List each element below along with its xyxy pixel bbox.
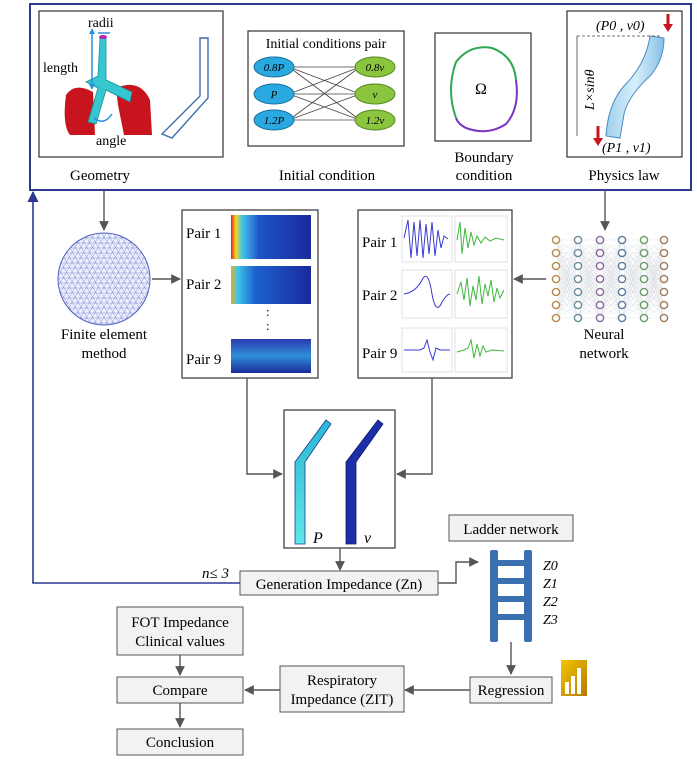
length-label: length [43, 61, 78, 76]
velocity-node [354, 83, 396, 105]
bent-tube-3d [605, 35, 665, 139]
boundary-caption-line2: condition [456, 168, 513, 184]
radii-label: radii [88, 16, 114, 31]
bar-chart-icon [561, 660, 587, 696]
ellipsis-dot: : [266, 318, 270, 333]
nn-pair-label: Pair 9 [362, 346, 397, 362]
ladder-z-label: Z3 [543, 613, 558, 628]
ladder-network-label: Ladder network [463, 522, 559, 538]
pressure-node [253, 56, 295, 78]
initial-condition-caption: Initial condition [279, 168, 376, 184]
fot-label-line1: FOT Impedance [131, 615, 229, 631]
signal-trace-blue [404, 338, 450, 362]
ladder-network-box: Ladder network [448, 514, 574, 542]
initial-condition-panel: Initial conditions pair 0.8P P 1.2P 0.8v… [247, 30, 405, 147]
bent-tube-outline [160, 37, 209, 139]
left-lung-shape [64, 87, 95, 135]
geometry-panel: radii length angle [38, 10, 224, 158]
boundary-condition-panel: Ω [434, 32, 532, 142]
velocity-node-label: v [373, 89, 378, 101]
conclusion-label: Conclusion [146, 735, 215, 751]
respiratory-label-line2: Impedance (ZIT) [291, 692, 394, 708]
pressure-field-tube [294, 419, 332, 545]
velocity-node-label: 0.8v [366, 62, 385, 74]
velocity-node [354, 109, 396, 131]
ladder-z-label: Z0 [543, 559, 558, 574]
generation-impedance-box: Generation Impedance (Zn) [239, 570, 439, 596]
signal-trace-green [456, 275, 505, 307]
signal-trace-green [456, 221, 505, 255]
ellipsis-dot: : [266, 304, 270, 319]
nn-label-line1: Neural [584, 327, 625, 343]
fem-pair-label: Pair 9 [186, 352, 221, 368]
initial-pairs-title: Initial conditions pair [266, 37, 387, 52]
regression-box: Regression [469, 676, 553, 704]
pressure-field-label: P [312, 530, 323, 547]
signal-trace-green [456, 338, 505, 359]
nn-pair-label: Pair 2 [362, 288, 397, 304]
fem-label-line1: Finite element [61, 327, 148, 343]
pressure-node [253, 109, 295, 131]
simulation-result-panel: P v [283, 409, 396, 549]
fot-label-line2: Clinical values [135, 634, 225, 650]
omega-symbol: Ω [475, 81, 487, 98]
pressure-node-label: P [270, 89, 278, 101]
pressure-node [253, 83, 295, 105]
generation-impedance-label: Generation Impedance (Zn) [256, 577, 423, 593]
compare-box: Compare [116, 676, 244, 704]
ladder-z-label: Z2 [543, 595, 558, 610]
signal-trace-blue [403, 275, 451, 308]
velocity-node [354, 56, 396, 78]
geometry-caption: Geometry [70, 168, 130, 184]
nn-label-line2: network [579, 346, 629, 362]
pressure-heatmap [231, 215, 311, 259]
fem-pair-label: Pair 2 [186, 277, 221, 293]
velocity-field-tube [345, 419, 384, 545]
fot-impedance-box: FOT Impedance Clinical values [116, 606, 244, 656]
velocity-field-label: v [364, 530, 372, 547]
loop-condition-label: n≤ 3 [202, 566, 229, 582]
compare-label: Compare [153, 683, 208, 699]
nn-results-panel: Pair 1 Pair 2 Pair 9 [357, 209, 513, 379]
ladder-z-label: Z1 [543, 577, 558, 592]
airway-shape [85, 37, 133, 125]
conclusion-box: Conclusion [116, 728, 244, 756]
fem-results-panel: Pair 1 Pair 2 : : Pair 9 [181, 209, 319, 379]
pressure-heatmap [231, 266, 311, 304]
inlet-state-label: (P0 , v0) [596, 19, 645, 34]
ladder-icon [490, 550, 532, 642]
physics-law-panel: (P0 , v0) (P1 , v1) L×sinθ [566, 10, 683, 158]
nn-pair-label: Pair 1 [362, 235, 397, 251]
height-label: L×sinθ [583, 69, 598, 111]
top-panel-frame [29, 3, 692, 191]
pressure-heatmap [231, 339, 311, 373]
respiratory-label-line1: Respiratory [307, 673, 377, 689]
feedback-loop-arrow [27, 190, 240, 584]
neural-network-graphic [551, 235, 669, 323]
domain-boundary-green [450, 46, 517, 119]
velocity-node-label: 1.2v [366, 115, 385, 127]
signal-trace-blue [403, 219, 449, 259]
respiratory-impedance-box: Respiratory Impedance (ZIT) [279, 665, 405, 713]
angle-label: angle [96, 134, 126, 149]
fem-label-line2: method [82, 346, 127, 362]
boundary-caption-line1: Boundary [454, 150, 514, 166]
physics-law-caption: Physics law [588, 168, 659, 184]
pressure-node-label: 1.2P [264, 115, 285, 127]
outlet-state-label: (P1 , v1) [602, 141, 651, 156]
fem-mesh-disc [57, 232, 151, 326]
fem-pair-label: Pair 1 [186, 226, 221, 242]
pressure-node-label: 0.8P [264, 62, 285, 74]
domain-boundary-purple [455, 79, 518, 133]
regression-label: Regression [478, 683, 545, 699]
